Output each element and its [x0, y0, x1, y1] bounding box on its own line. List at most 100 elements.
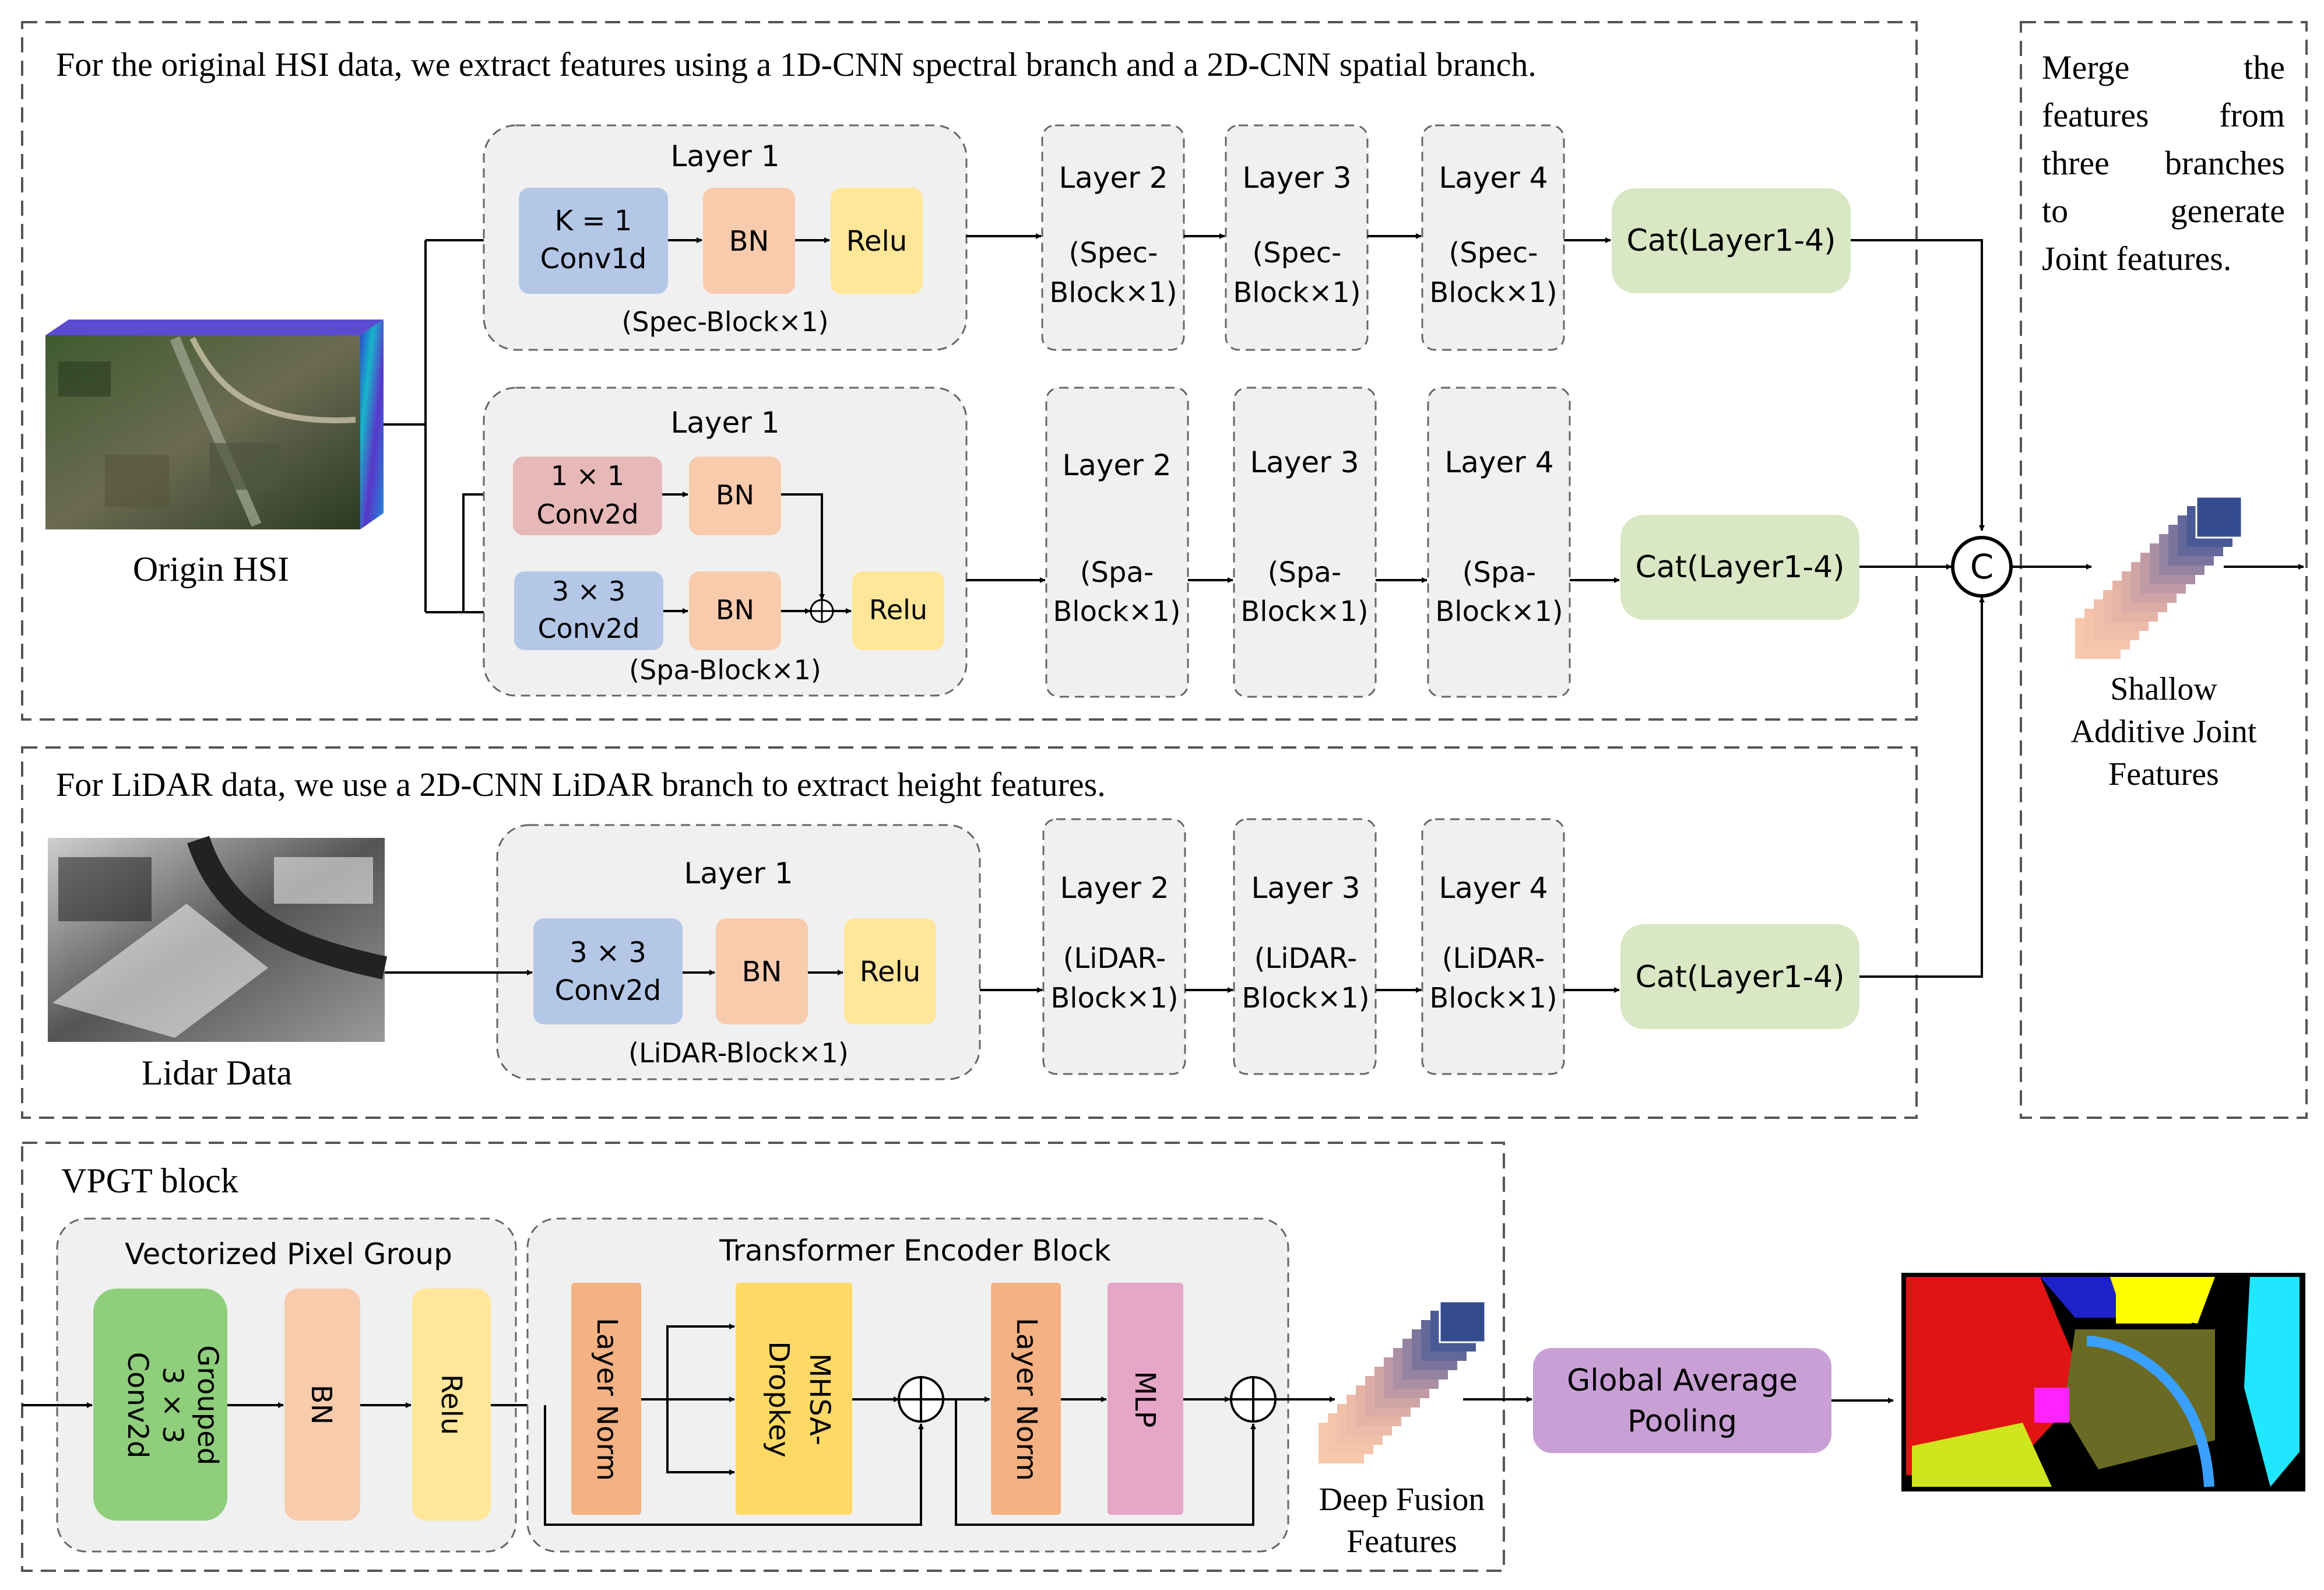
svg-text:to: to — [2042, 192, 2068, 230]
spec-layer3-box — [1225, 124, 1369, 351]
spec-cat-label: Cat(Layer1-4) — [1626, 223, 1836, 258]
svg-text:Pooling: Pooling — [1627, 1404, 1737, 1439]
spa-conv1x1-box — [513, 457, 662, 535]
gap-box — [1533, 1348, 1831, 1453]
lidar-layer2-title: Layer 2 — [1060, 871, 1169, 905]
svg-text:Grouped: Grouped — [191, 1345, 224, 1465]
spa-layer3-box — [1233, 387, 1377, 698]
spec-relu-label: Relu — [846, 225, 907, 258]
mlp-box — [1107, 1283, 1183, 1515]
spec-relu-box — [831, 188, 923, 294]
spa-conv3x3-line1: 3 × 3 — [552, 575, 625, 607]
grouped-conv-label: Grouped 3 × 3 Conv2d — [121, 1345, 224, 1465]
svg-text:Deep Fusion: Deep Fusion — [1319, 1482, 1485, 1518]
svg-text:Shallow: Shallow — [2110, 671, 2217, 707]
spec-conv1d-line2: Conv1d — [540, 243, 647, 275]
lidar-layer3-title: Layer 3 — [1251, 871, 1360, 905]
spa-cat-label: Cat(Layer1-4) — [1635, 550, 1844, 585]
encoder-arrows — [544, 1324, 1335, 1526]
spa-layer1-title: Layer 1 — [670, 406, 779, 440]
svg-text:Additive Joint: Additive Joint — [2071, 714, 2257, 750]
svg-text:three: three — [2042, 144, 2109, 182]
hsi-section-frame — [21, 21, 1918, 721]
lidar-layer2-line2: Block×1) — [1050, 982, 1178, 1015]
concat-symbol: C — [1951, 536, 2013, 598]
spa-layer4-title: Layer 4 — [1444, 445, 1553, 479]
spa-layer2-box — [1045, 387, 1189, 698]
merge-section-frame — [2020, 21, 2308, 1119]
lidar-bn-box — [716, 918, 808, 1024]
spec-layer4-line1: (Spec- — [1449, 237, 1538, 269]
svg-text:Dropkey: Dropkey — [762, 1341, 795, 1458]
lidar-layer4-line2: Block×1) — [1429, 982, 1557, 1015]
svg-text:generate: generate — [2171, 192, 2285, 230]
lidar-cat-label: Cat(Layer1-4) — [1635, 960, 1844, 995]
lidar-block-label: (LiDAR-Block×1) — [628, 1037, 849, 1069]
spec-layer4-box — [1421, 124, 1565, 351]
gap-label: Global Average Pooling — [1567, 1363, 1798, 1439]
vpg-bn-box — [284, 1289, 360, 1521]
lidar-layer1-title: Layer 1 — [684, 857, 793, 890]
lidar-layer4-title: Layer 4 — [1439, 871, 1548, 905]
spa-layer1-arrows — [662, 492, 852, 614]
spec-layer1-title: Layer 1 — [670, 139, 779, 173]
spec-layer2-title: Layer 2 — [1059, 161, 1168, 195]
vpg-relu-label: Relu — [435, 1374, 467, 1435]
svg-text:Features: Features — [1346, 1524, 1457, 1560]
lidar-conv-box — [533, 918, 683, 1024]
lidar-label: Lidar Data — [142, 1054, 292, 1092]
svg-text:Joint features.: Joint features. — [2042, 240, 2231, 278]
lidar-layer3-line2: Block×1) — [1242, 982, 1369, 1015]
spa-layer3-line1: (Spa- — [1268, 556, 1341, 589]
spa-conv3x3-line2: Conv2d — [537, 613, 639, 644]
encoder-add-symbol-1 — [898, 1376, 944, 1423]
spec-layer3-title: Layer 3 — [1242, 161, 1351, 195]
spec-cat-box — [1612, 188, 1851, 293]
deep-features-stack — [1319, 1300, 1486, 1463]
deep-features-label: Deep Fusion Features — [1319, 1482, 1485, 1560]
spa-layer4-line2: Block×1) — [1435, 595, 1563, 628]
lidar-cat-box — [1620, 924, 1859, 1029]
lidar-bn-label: BN — [742, 956, 782, 988]
spec-layer4-line2: Block×1) — [1429, 276, 1557, 309]
spec-layer2-line2: Block×1) — [1049, 276, 1177, 309]
lidar-branch-arrows — [980, 596, 1985, 993]
svg-text:from: from — [2219, 96, 2285, 134]
spec-layer3-line1: (Spec- — [1253, 237, 1342, 269]
spa-add-symbol — [810, 599, 834, 623]
spec-conv1d-box — [519, 188, 668, 294]
spa-relu-label: Relu — [869, 594, 927, 626]
layer-norm-1-label: Layer Norm — [590, 1318, 623, 1481]
svg-text:features: features — [2042, 96, 2149, 134]
spa-bn2-box — [689, 571, 781, 650]
lidar-conv-line2: Conv2d — [555, 974, 662, 1007]
svg-text:MHSA-: MHSA- — [803, 1353, 836, 1445]
lidar-section-frame — [21, 746, 1918, 1119]
spec-layer3-line2: Block×1) — [1233, 276, 1360, 309]
vpgt-title: VPGT block — [61, 1161, 238, 1200]
spa-layer2-title: Layer 2 — [1062, 448, 1171, 482]
spec-block-label: (Spec-Block×1) — [621, 306, 828, 338]
vpg-relu-box — [412, 1289, 491, 1521]
svg-text:3 × 3: 3 × 3 — [156, 1367, 189, 1444]
origin-hsi-image — [45, 320, 384, 529]
mhsa-dropkey-box — [736, 1283, 852, 1515]
svg-text:C: C — [1970, 547, 1994, 587]
svg-text:Features: Features — [2108, 756, 2219, 792]
spa-bn2-label: BN — [716, 594, 754, 626]
spec-layer2-line1: (Spec- — [1069, 237, 1158, 269]
spa-cat-box — [1620, 515, 1859, 620]
svg-text:Merge: Merge — [2042, 48, 2129, 86]
shallow-features-label: Shallow Additive Joint Features — [2071, 671, 2257, 792]
mhsa-dropkey-label: MHSA- Dropkey — [762, 1341, 836, 1458]
spa-layer2-line2: Block×1) — [1053, 595, 1180, 628]
spec-branch-arrows — [966, 233, 1985, 531]
merge-description: Merge the features from three branches t… — [2042, 48, 2285, 278]
spa-layer4-line1: (Spa- — [1462, 556, 1536, 589]
lidar-layer4-box — [1421, 818, 1565, 1075]
spa-relu-box — [852, 571, 944, 650]
lidar-layer2-line1: (LiDAR- — [1063, 942, 1166, 975]
spec-conv1d-line1: K = 1 — [555, 205, 632, 237]
lidar-relu-box — [844, 918, 936, 1024]
spec-bn-box — [703, 188, 795, 294]
